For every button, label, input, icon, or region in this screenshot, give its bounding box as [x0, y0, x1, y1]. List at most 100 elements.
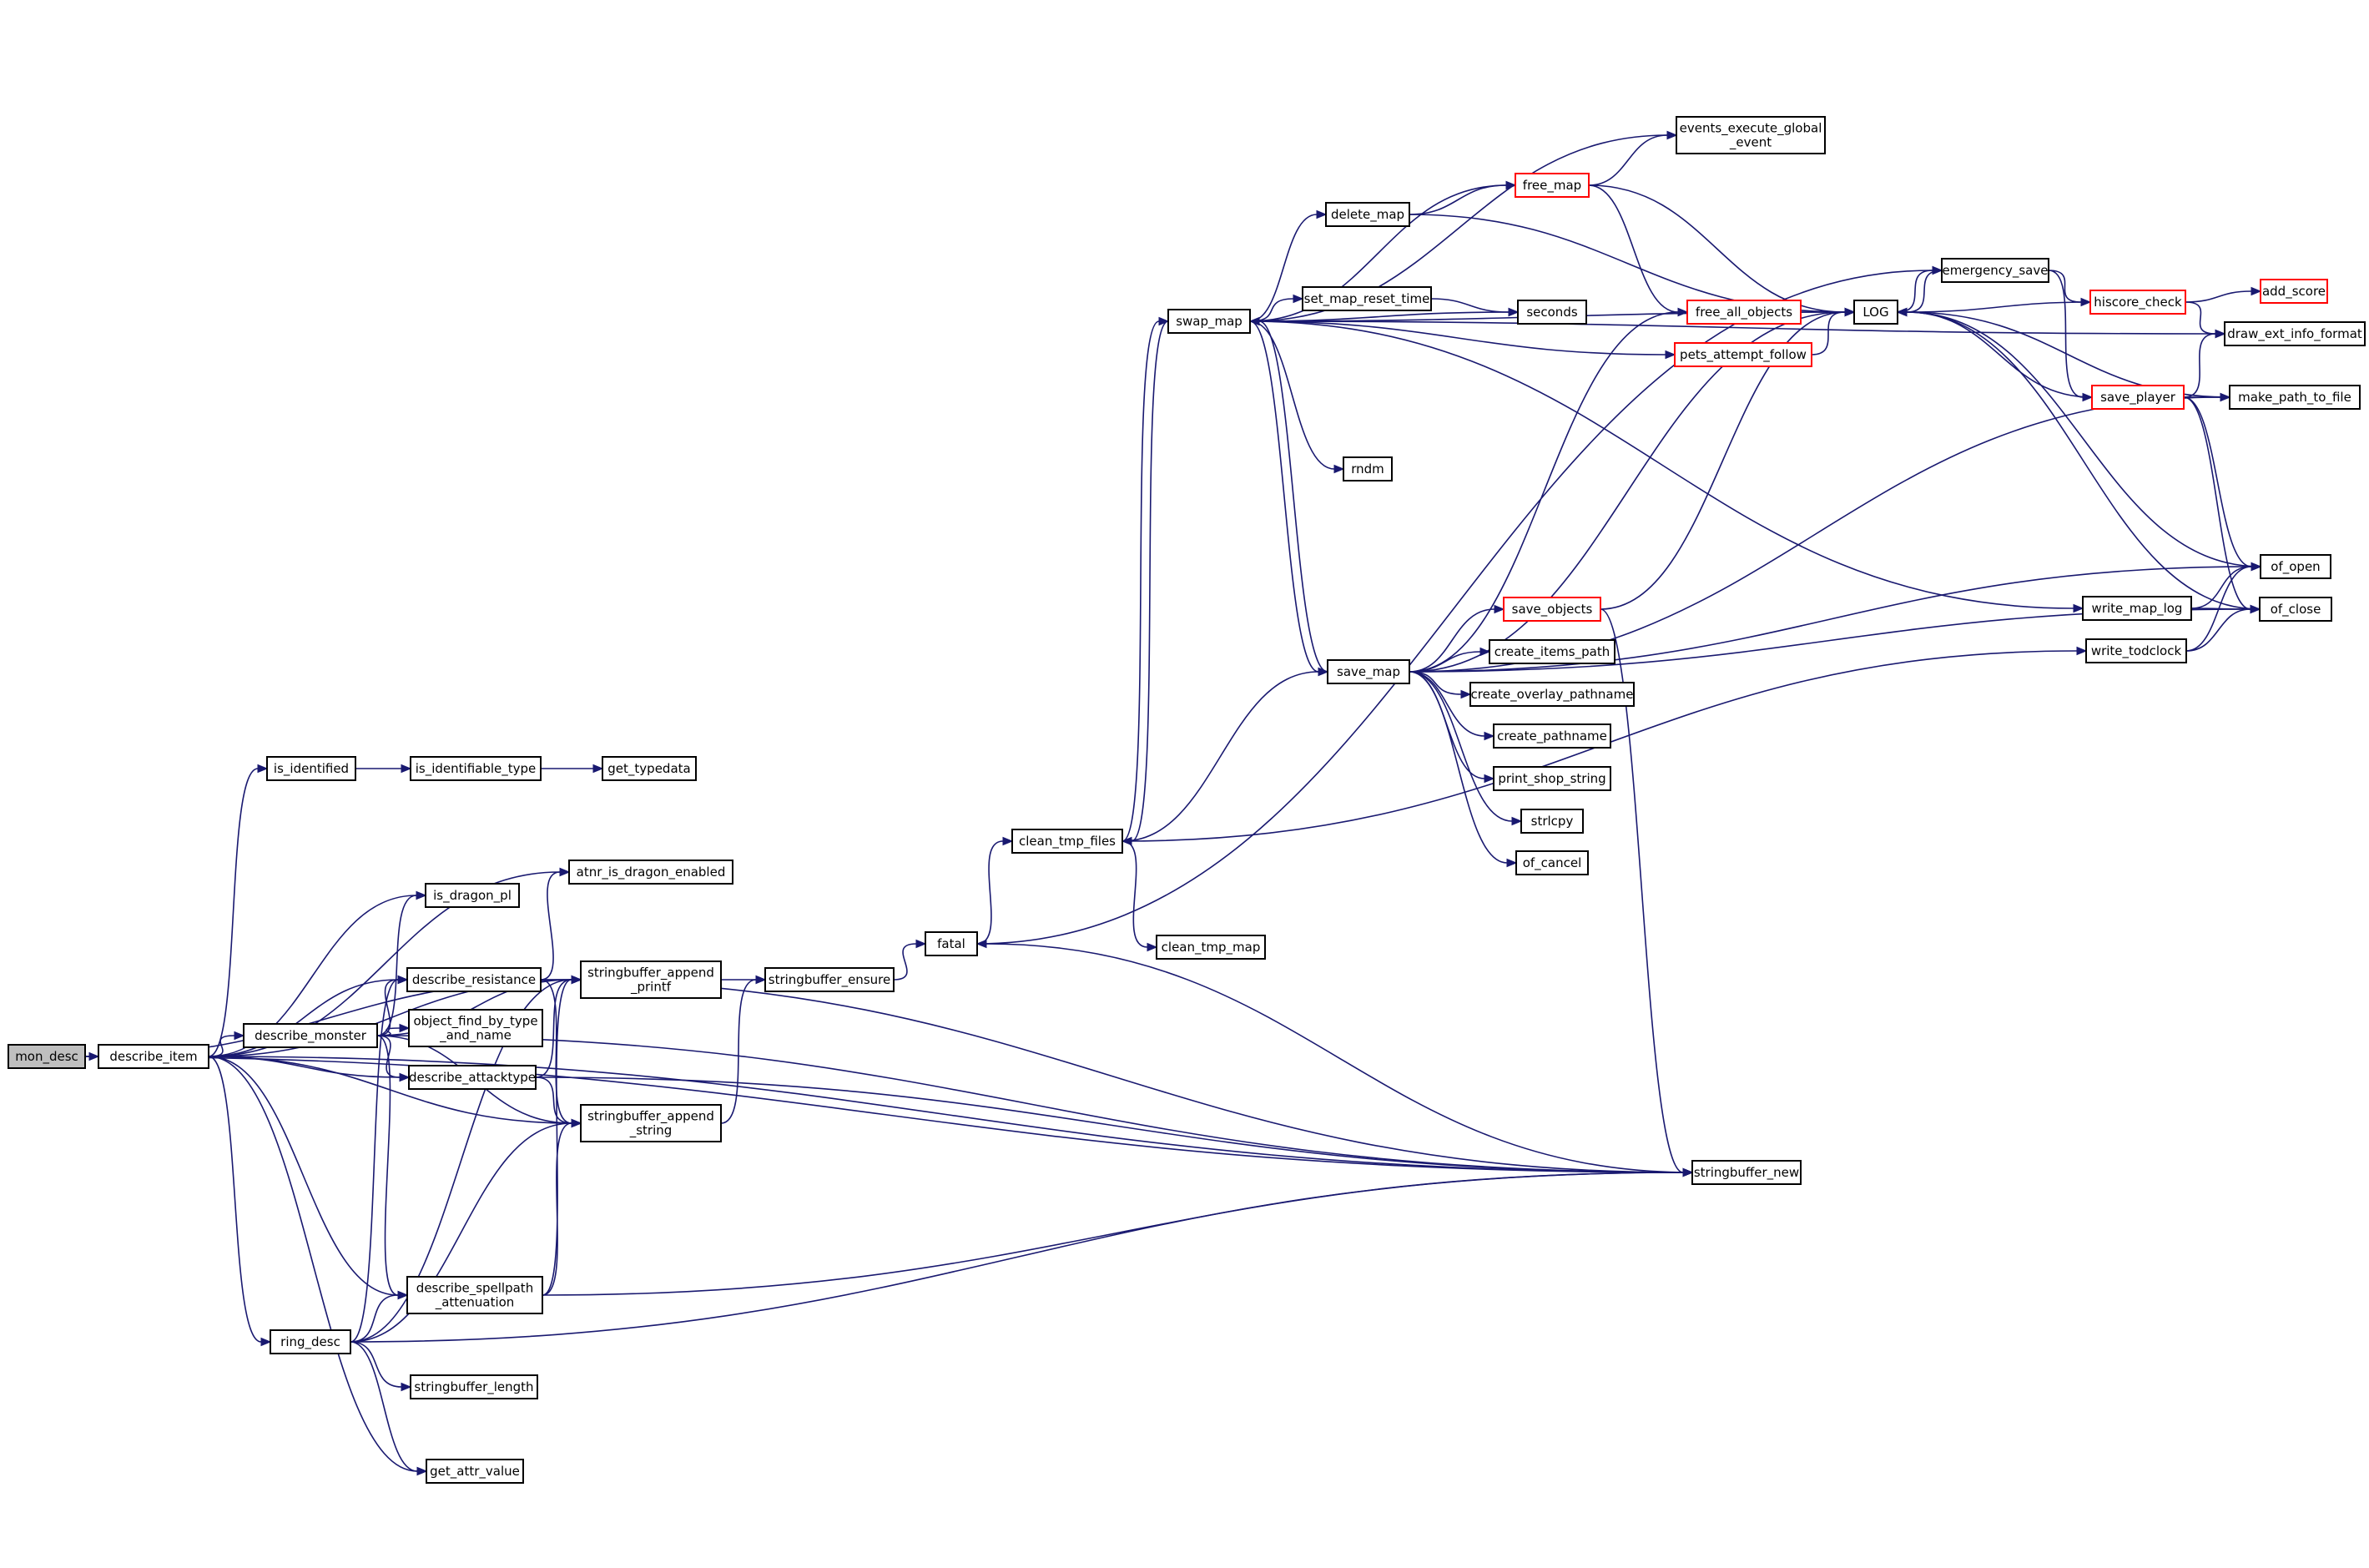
node-hiscore-check[interactable]: hiscore_check: [2089, 290, 2186, 315]
node-clean-tmp-map[interactable]: clean_tmp_map: [1156, 935, 1266, 960]
node-events-execute-global-event[interactable]: events_execute_global_event: [1676, 116, 1826, 154]
node-box[interactable]: [406, 1276, 543, 1314]
node-is-identified[interactable]: is_identified: [266, 756, 356, 781]
node-get-attr-value[interactable]: get_attr_value: [426, 1459, 524, 1484]
node-of-close[interactable]: of_close: [2259, 597, 2332, 622]
node-box[interactable]: [2085, 638, 2187, 663]
node-stringbuffer-ensure[interactable]: stringbuffer_ensure: [764, 967, 895, 992]
node-box[interactable]: [2089, 290, 2186, 315]
node-box[interactable]: [1302, 286, 1432, 311]
node-object-find-by-type-and-name[interactable]: object_find_by_type_and_name: [408, 1009, 543, 1047]
node-seconds[interactable]: seconds: [1517, 300, 1587, 325]
node-of-open[interactable]: of_open: [2260, 554, 2331, 579]
node-box[interactable]: [1343, 456, 1393, 481]
node-free-all-objects[interactable]: free_all_objects: [1686, 300, 1802, 325]
node-box[interactable]: [1941, 258, 2049, 283]
node-create-overlay-pathname[interactable]: create_overlay_pathname: [1469, 682, 1635, 707]
node-describe-item[interactable]: describe_item: [98, 1044, 209, 1069]
node-describe-monster[interactable]: describe_monster: [243, 1023, 378, 1048]
node-box[interactable]: [602, 756, 697, 781]
node-create-items-path[interactable]: create_items_path: [1489, 639, 1615, 664]
node-box[interactable]: [1489, 639, 1615, 664]
node-stringbuffer-length[interactable]: stringbuffer_length: [410, 1374, 538, 1399]
node-box[interactable]: [580, 960, 722, 999]
node-is-identifiable-type[interactable]: is_identifiable_type: [410, 756, 542, 781]
node-box[interactable]: [2259, 597, 2332, 622]
node-box[interactable]: [1167, 309, 1251, 334]
node-box[interactable]: [1674, 342, 1812, 367]
node-box[interactable]: [1853, 300, 1898, 325]
node-box[interactable]: [1691, 1160, 1802, 1185]
node-box[interactable]: [425, 883, 520, 908]
node-box[interactable]: [1520, 809, 1584, 834]
node-box[interactable]: [410, 756, 542, 781]
node-box[interactable]: [1503, 597, 1601, 622]
node-box[interactable]: [2260, 554, 2331, 579]
node-box[interactable]: [1469, 682, 1635, 707]
node-set-map-reset-time[interactable]: set_map_reset_time: [1302, 286, 1432, 311]
node-save-objects[interactable]: save_objects: [1503, 597, 1601, 622]
node-box[interactable]: [406, 967, 542, 992]
node-make-path-to-file[interactable]: make_path_to_file: [2229, 385, 2361, 410]
node-write-map-log[interactable]: write_map_log: [2082, 596, 2192, 621]
node-add-score[interactable]: add_score: [2260, 279, 2328, 304]
node-delete-map[interactable]: delete_map: [1325, 202, 1410, 227]
node-rndm[interactable]: rndm: [1343, 456, 1393, 481]
node-box[interactable]: [1676, 116, 1826, 154]
node-box[interactable]: [1327, 659, 1410, 684]
node-box[interactable]: [408, 1065, 537, 1090]
node-box[interactable]: [925, 931, 978, 956]
node-save-map[interactable]: save_map: [1327, 659, 1410, 684]
node-pets-attempt-follow[interactable]: pets_attempt_follow: [1674, 342, 1812, 367]
node-box[interactable]: [1325, 202, 1410, 227]
node-box[interactable]: [1156, 935, 1266, 960]
node-print-shop-string[interactable]: print_shop_string: [1493, 766, 1611, 791]
node-stringbuffer-append-printf[interactable]: stringbuffer_append_printf: [580, 960, 722, 999]
node-box[interactable]: [1493, 723, 1611, 749]
node-box[interactable]: [408, 1009, 543, 1047]
node-box[interactable]: [1686, 300, 1802, 325]
node-box[interactable]: [1493, 766, 1611, 791]
node-box[interactable]: [568, 860, 733, 885]
node-box[interactable]: [764, 967, 895, 992]
node-atnr-is-dragon-enabled[interactable]: atnr_is_dragon_enabled: [568, 860, 733, 885]
node-stringbuffer-new[interactable]: stringbuffer_new: [1691, 1160, 1802, 1185]
node-describe-attacktype[interactable]: describe_attacktype: [408, 1065, 537, 1090]
node-box[interactable]: [98, 1044, 209, 1069]
node-box[interactable]: [1517, 300, 1587, 325]
node-box[interactable]: [1515, 850, 1589, 875]
node-box[interactable]: [580, 1104, 722, 1142]
node-box[interactable]: [426, 1459, 524, 1484]
node-strlcpy[interactable]: strlcpy: [1520, 809, 1584, 834]
node-save-player[interactable]: save_player: [2091, 385, 2185, 410]
node-get-typedata[interactable]: get_typedata: [602, 756, 697, 781]
node-box[interactable]: [2091, 385, 2185, 410]
node-of-cancel[interactable]: of_cancel: [1515, 850, 1589, 875]
node-box[interactable]: [8, 1044, 86, 1069]
node-describe-resistance[interactable]: describe_resistance: [406, 967, 542, 992]
node-is-dragon-pl[interactable]: is_dragon_pl: [425, 883, 520, 908]
node-fatal[interactable]: fatal: [925, 931, 978, 956]
node-write-todclock[interactable]: write_todclock: [2085, 638, 2187, 663]
node-swap-map[interactable]: swap_map: [1167, 309, 1251, 334]
node-box[interactable]: [266, 756, 356, 781]
node-box[interactable]: [2224, 321, 2366, 346]
node-create-pathname[interactable]: create_pathname: [1493, 723, 1611, 749]
node-box[interactable]: [410, 1374, 538, 1399]
node-free-map[interactable]: free_map: [1515, 173, 1590, 198]
node-box[interactable]: [1515, 173, 1590, 198]
node-box[interactable]: [2229, 385, 2361, 410]
node-emergency-save[interactable]: emergency_save: [1941, 258, 2049, 283]
node-box[interactable]: [243, 1023, 378, 1048]
node-box[interactable]: [1011, 829, 1123, 854]
node-box[interactable]: [2082, 596, 2192, 621]
node-box[interactable]: [2260, 279, 2328, 304]
node-box[interactable]: [270, 1329, 351, 1354]
node-mon-desc[interactable]: mon_desc: [8, 1044, 86, 1069]
node-describe-spellpath-attenuation[interactable]: describe_spellpath_attenuation: [406, 1276, 543, 1314]
node-ring-desc[interactable]: ring_desc: [270, 1329, 351, 1354]
node-draw-ext-info-format[interactable]: draw_ext_info_format: [2224, 321, 2366, 346]
node-clean-tmp-files[interactable]: clean_tmp_files: [1011, 829, 1123, 854]
node-stringbuffer-append-string[interactable]: stringbuffer_append_string: [580, 1104, 722, 1142]
node-LOG[interactable]: LOG: [1853, 300, 1898, 325]
